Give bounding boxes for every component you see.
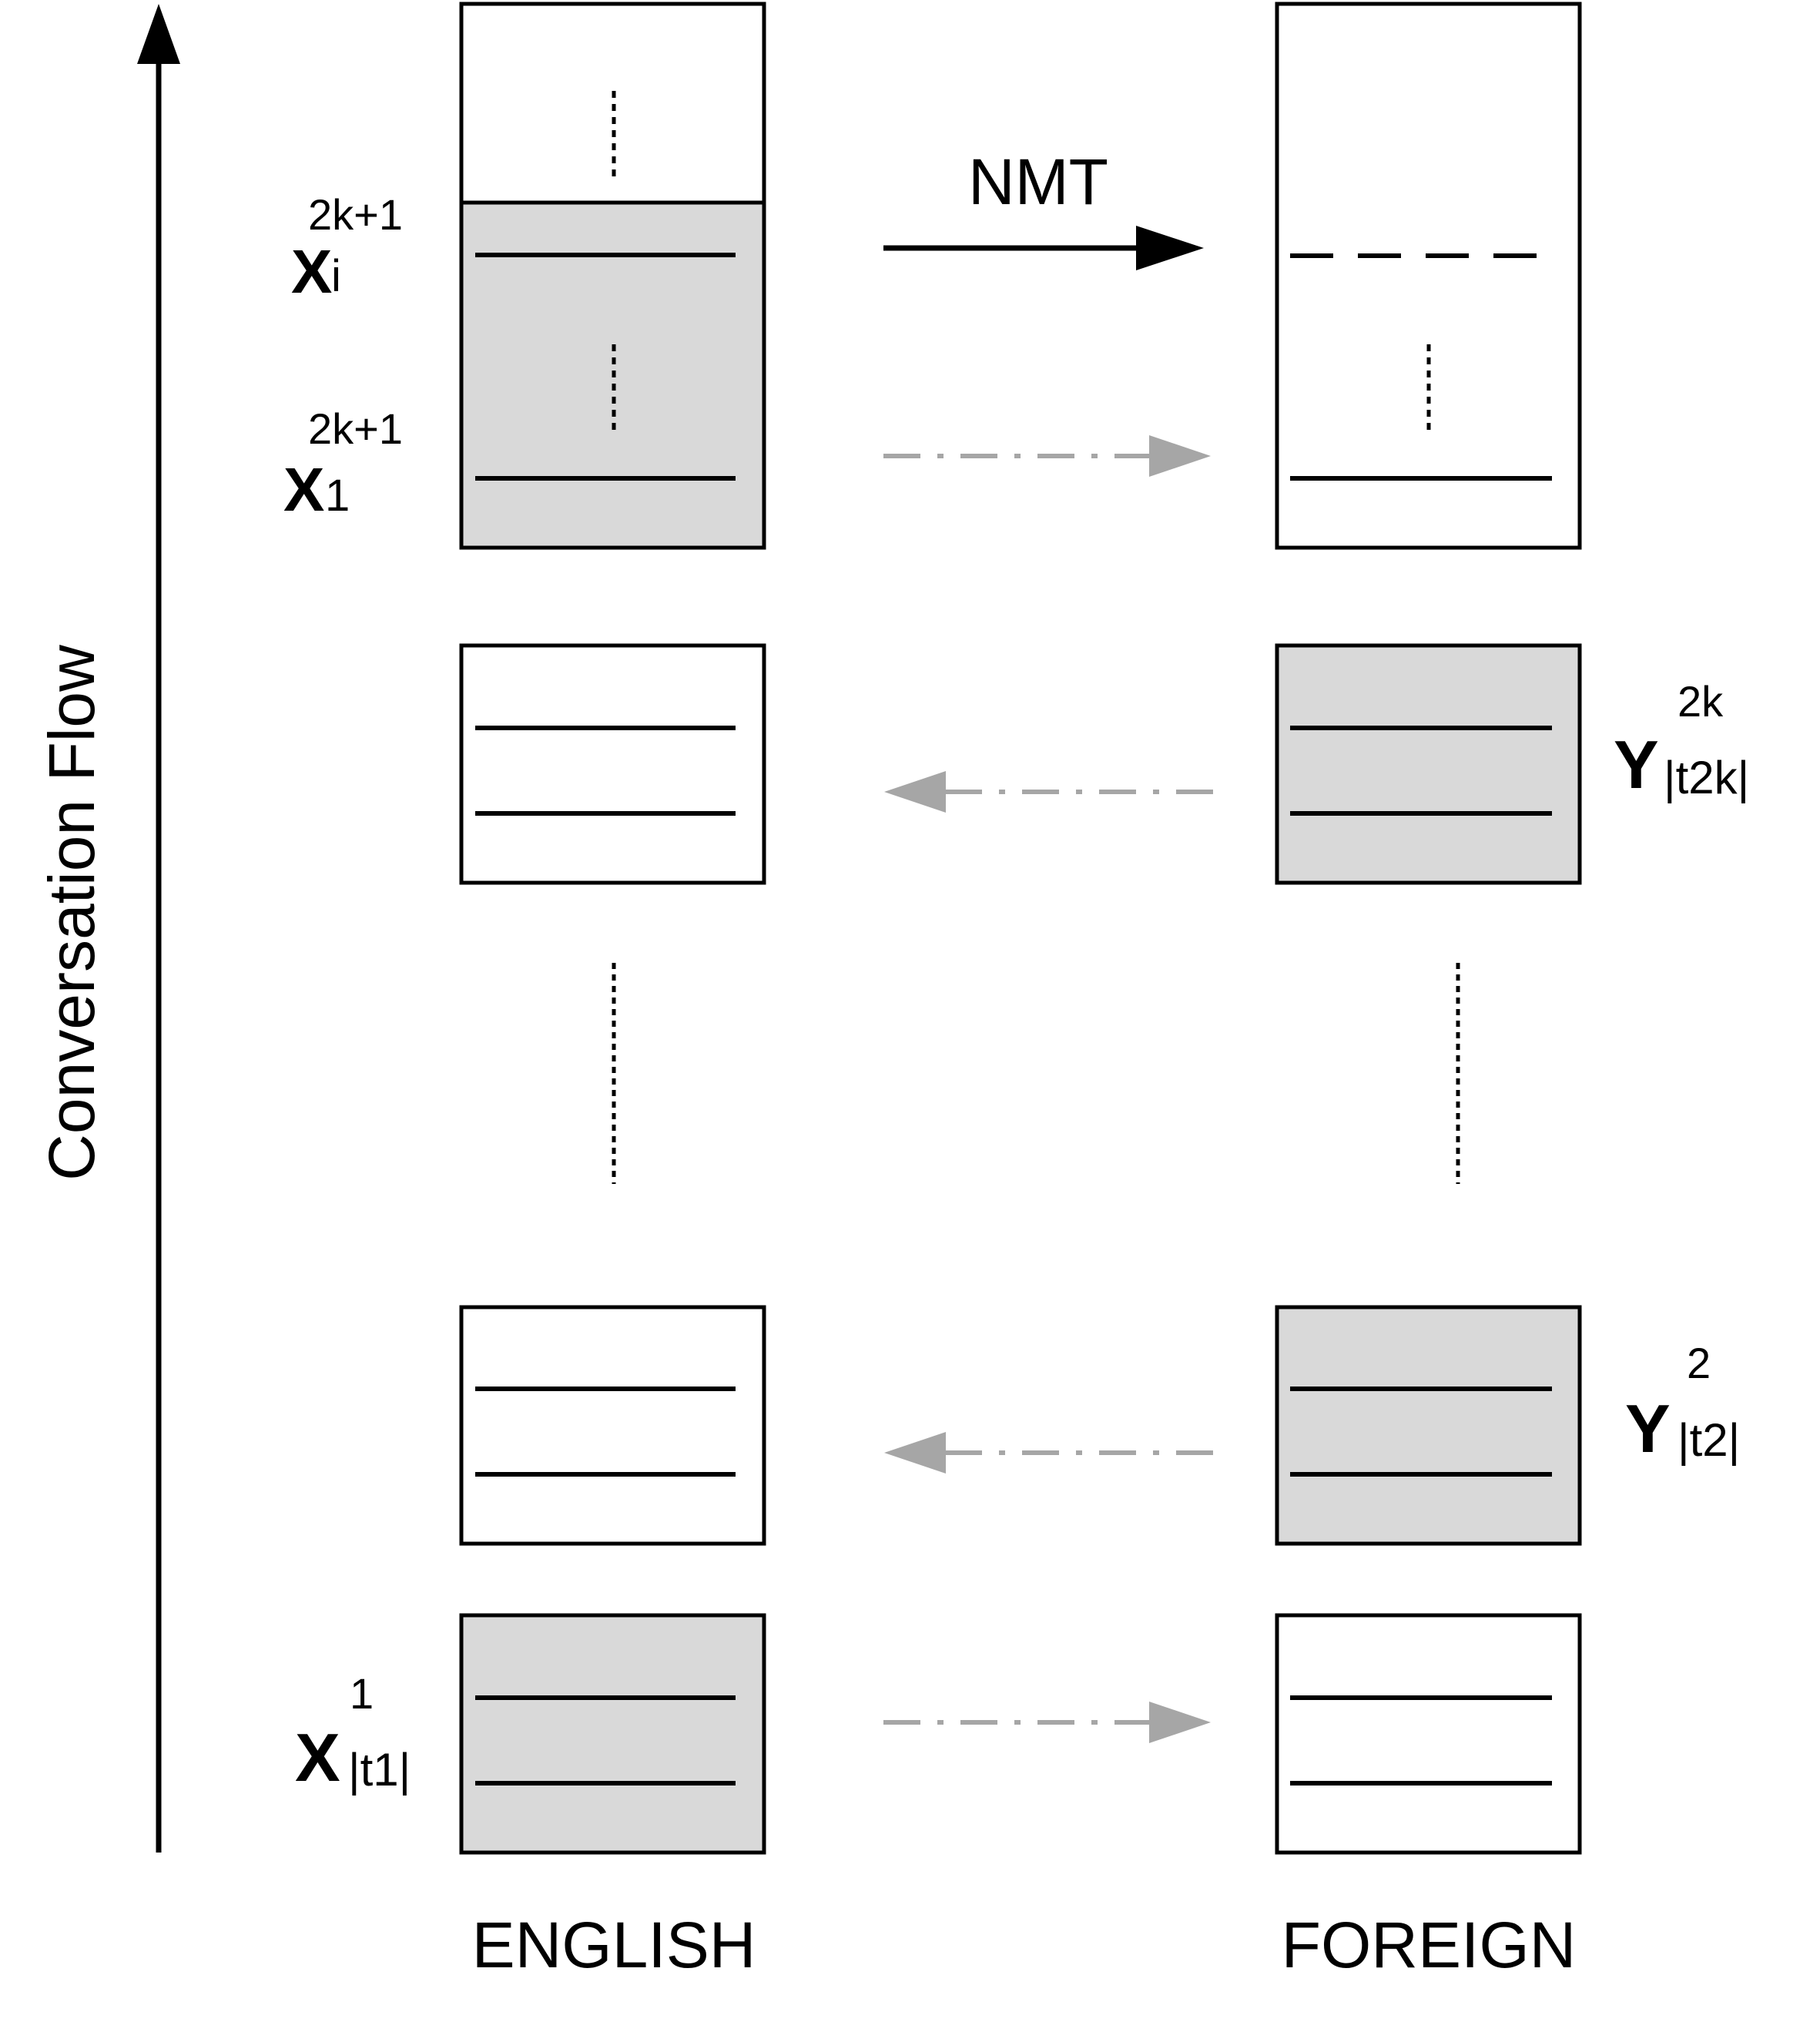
gray-arrow-left-1 <box>884 771 1213 813</box>
foreign-block-3 <box>1275 1305 1582 1546</box>
conversation-flow-axis <box>137 4 180 1853</box>
label-x-t1: 1 X |t1| <box>295 1669 411 1796</box>
label-x-1-sup: 2k+1 <box>308 404 403 453</box>
nmt-label: NMT <box>968 146 1108 218</box>
label-x-1-base: X <box>283 455 324 524</box>
foreign-block-4 <box>1275 1613 1582 1855</box>
axis-label: Conversation Flow <box>35 645 108 1181</box>
english-block-3 <box>459 1305 766 1546</box>
label-x-i-sub: i <box>331 251 341 301</box>
label-x-t1-base: X <box>295 1719 340 1796</box>
label-x-t1-sup: 1 <box>350 1669 374 1718</box>
label-y-2-sup: 2 <box>1687 1339 1711 1387</box>
label-x-t1-sub: |t1| <box>348 1744 411 1796</box>
foreign-block-2 <box>1275 643 1582 885</box>
label-y-2: 2 Y |t2| <box>1625 1339 1740 1467</box>
gray-arrow-right-2 <box>883 1702 1211 1743</box>
nmt-arrow <box>883 226 1204 270</box>
english-block-4 <box>459 1613 766 1855</box>
english-column-label: ENGLISH <box>472 1909 756 1981</box>
label-x-i-sup: 2k+1 <box>308 190 403 239</box>
label-x-1: 2k+1 X 1 <box>283 404 403 524</box>
foreign-column-label: FOREIGN <box>1282 1909 1577 1981</box>
gray-arrow-left-2 <box>884 1432 1213 1474</box>
label-y-2-sub: |t2| <box>1678 1414 1740 1466</box>
label-y-2k: 2k Y |t2k| <box>1614 677 1749 803</box>
label-y-2k-sub: |t2k| <box>1664 752 1749 803</box>
english-top-block <box>459 2 766 550</box>
label-x-1-sub: 1 <box>325 471 350 521</box>
label-y-2k-base: Y <box>1614 726 1659 803</box>
gray-arrow-right-1 <box>883 435 1211 477</box>
label-y-2-base: Y <box>1625 1390 1671 1467</box>
label-x-i: 2k+1 X i <box>291 190 403 306</box>
english-block-2 <box>459 643 766 885</box>
label-y-2k-sup: 2k <box>1678 677 1724 726</box>
label-x-i-base: X <box>291 237 332 306</box>
foreign-top-block <box>1275 2 1582 550</box>
